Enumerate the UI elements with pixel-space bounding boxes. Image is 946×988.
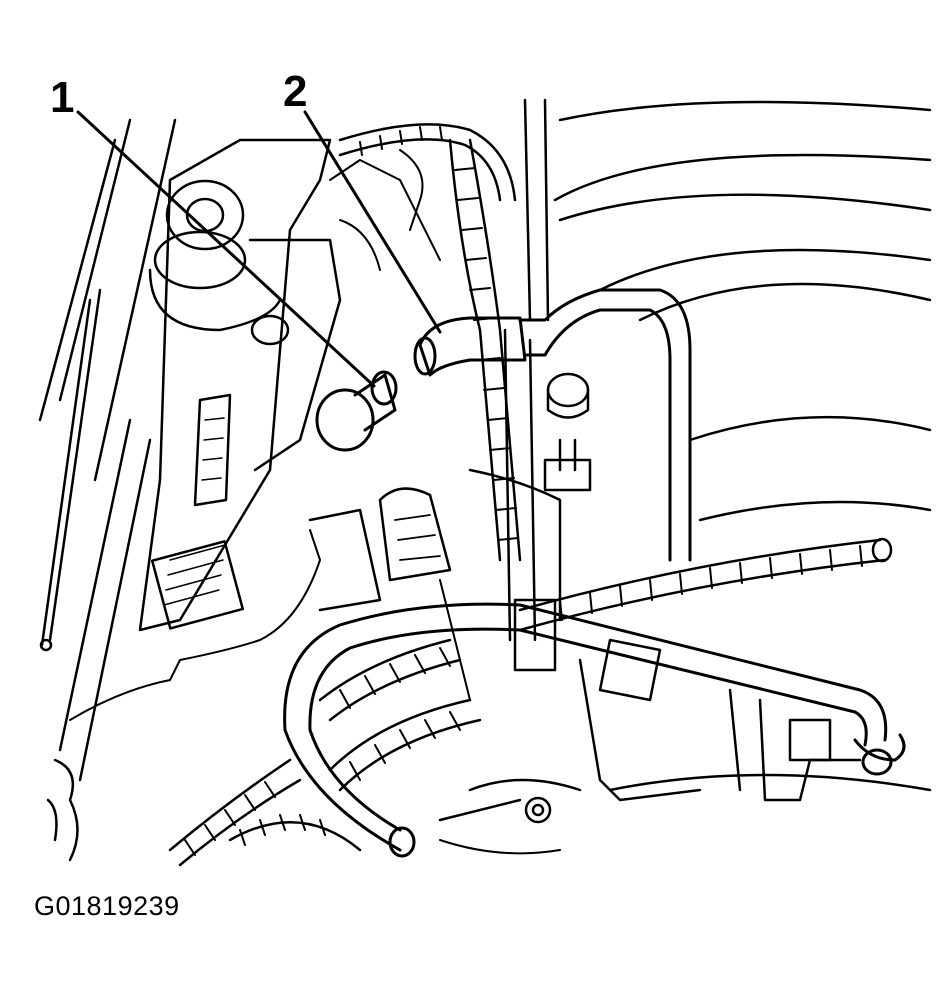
upper-right-housing: [553, 100, 932, 792]
leader-line-1: [76, 110, 376, 388]
part-2-hose-end: [413, 288, 692, 562]
callout-2: 2: [283, 67, 308, 116]
figure-id-label: G01819239: [34, 891, 180, 921]
wiring-harness-lower: [168, 638, 482, 867]
lower-right-block: [438, 638, 862, 824]
left-frame: [38, 118, 177, 862]
bracket-plate: [138, 138, 342, 632]
part-1-fitting: [315, 370, 398, 452]
connector-clip: [308, 487, 452, 612]
engine-component-illustration: [38, 98, 932, 867]
vertical-rod: [503, 98, 550, 642]
leader-lines: [76, 110, 442, 388]
stud-bracket: [468, 372, 592, 622]
misc-engine-lines: [69, 149, 561, 855]
coolant-hose-loop: [283, 602, 906, 858]
callout-1: 1: [50, 73, 75, 122]
